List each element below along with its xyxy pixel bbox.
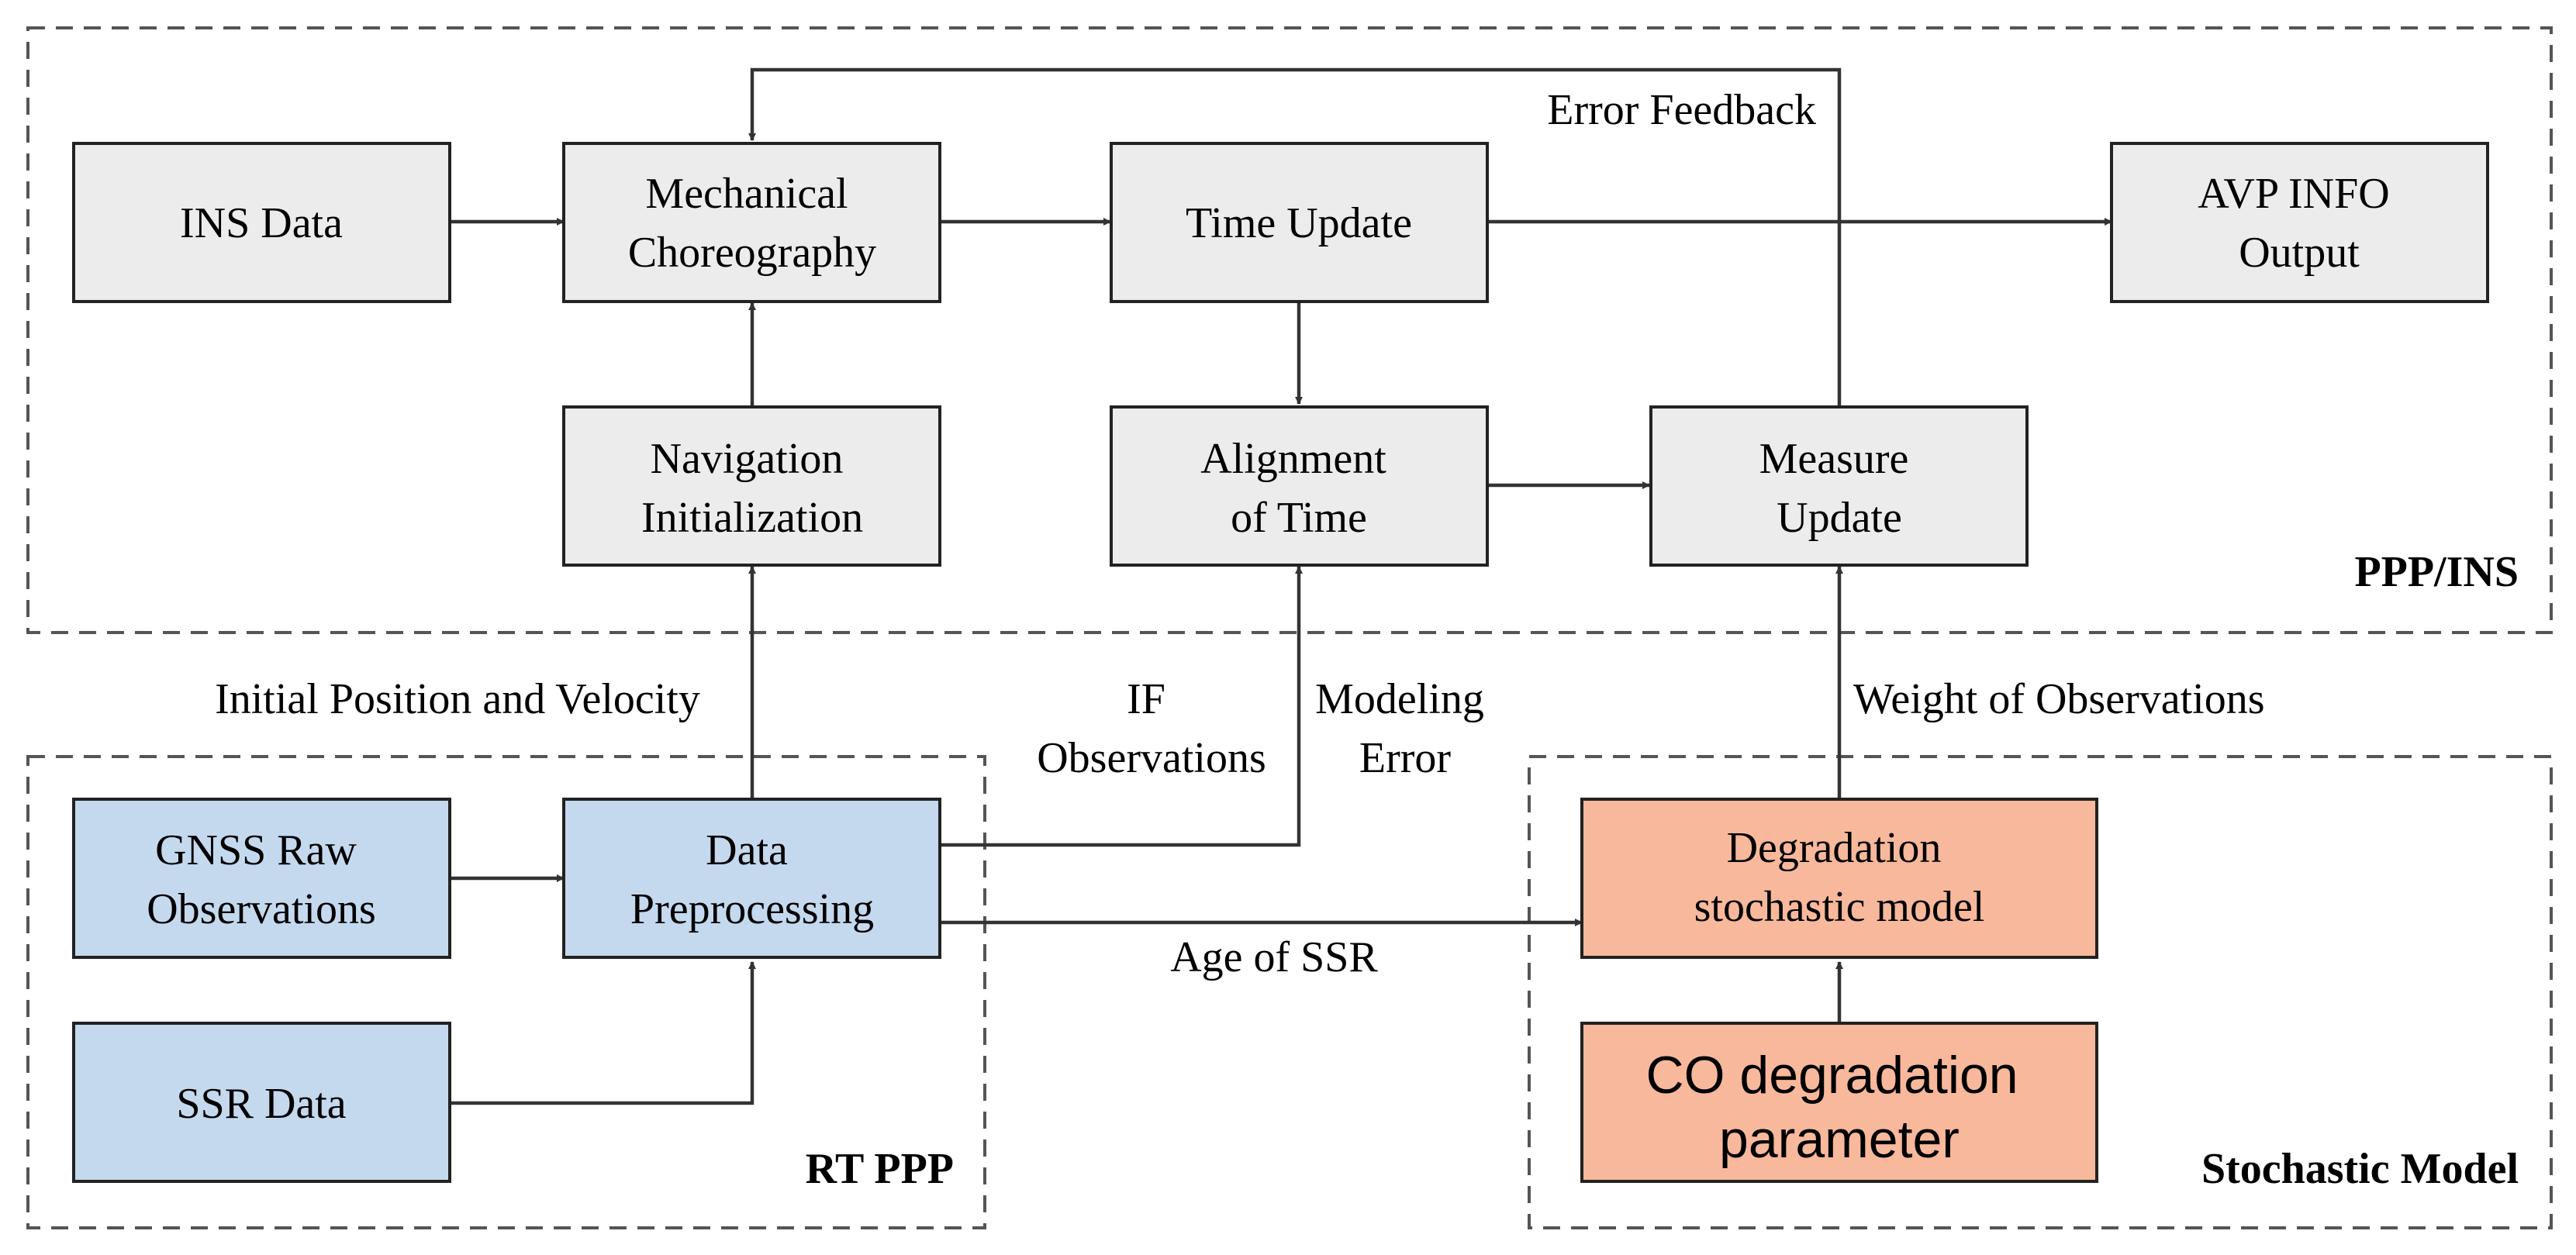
node-data-preprocessing-label: Data Preprocessing [630,826,874,933]
group-rt-ppp: RT PPP [26,755,986,1229]
node-ins-data-box [72,142,451,303]
label-if-observations-line-2: Observations [1037,734,1266,782]
label-if-observations-line-1: IF [1127,675,1165,723]
node-navigation-initialization-line-2: Initialization [641,494,863,542]
label-error-feedback: Error Feedback [1547,86,1816,134]
node-degradation-stochastic-model-label: Degradation stochastic model [1694,824,1985,931]
label-weight-of-observations: Weight of Observations [1853,675,2265,723]
node-ssr-data-box [72,1022,451,1183]
group-label-stochastic-model: Stochastic Model [2201,1145,2519,1193]
node-ins-data: INS Data [72,142,451,303]
node-avp-info-output-box [2110,142,2489,303]
group-frame-ppp-ins [26,26,2553,634]
node-ins-data-line-1: INS Data [180,199,343,247]
node-ssr-data-line-1: SSR Data [176,1080,346,1128]
node-data-preprocessing-box [562,798,941,959]
node-alignment-of-time-line-1: Alignment [1200,435,1386,483]
group-stochastic-model: Stochastic Model [1528,755,2553,1229]
node-measure-update: Measure Update [1649,405,2029,567]
edge-ssr-to-preprocessing [450,961,756,1105]
node-gnss-raw-observations-line-2: Observations [147,885,376,933]
node-mechanical-choreography: Mechanical Choreography [562,142,941,303]
node-co-degradation-parameter: CO degradation parameter [1580,1022,2098,1183]
node-navigation-initialization-line-1: Navigation [651,435,844,483]
edges [450,67,2112,1105]
node-gnss-raw-observations-label: GNSS Raw Observations [147,826,376,933]
node-alignment-of-time-box [1110,405,1489,567]
group-label-ppp-ins: PPP/INS [2354,548,2519,596]
node-time-update: Time Update [1110,142,1489,303]
node-time-update-box [1110,142,1489,303]
node-mechanical-choreography-line-2: Choreography [628,229,876,277]
node-degradation-stochastic-model-box [1580,798,2098,959]
edge-preprocessing-to-alignment [940,566,1303,847]
node-time-update-line-1: Time Update [1186,199,1412,247]
edge-error-feedback [748,67,1842,407]
label-if-observations: IF Observations [1037,675,1266,782]
label-modeling-error: Modeling Error [1315,675,1495,782]
node-degradation-stochastic-model: Degradation stochastic model [1580,798,2098,959]
node-co-degradation-parameter-label: CO degradation parameter [1646,1046,2033,1169]
edge-labels: Error Feedback Initial Position and Velo… [215,86,2264,981]
node-mechanical-choreography-line-1: Mechanical [645,170,848,218]
node-alignment-of-time: Alignment of Time [1110,405,1489,567]
group-frame-rt-ppp [26,755,986,1229]
node-data-preprocessing-line-1: Data [706,826,788,874]
node-measure-update-line-1: Measure [1759,435,1909,483]
nodes: INS Data Mechanical Choreography Time Up… [72,142,2489,1183]
node-measure-update-box [1649,405,2029,567]
label-initial-position-and-velocity: Initial Position and Velocity [215,675,700,723]
node-avp-info-output-label: AVP INFO Output [2198,170,2400,277]
node-avp-info-output: AVP INFO Output [2110,142,2489,303]
node-co-degradation-parameter-line-1: CO degradation [1646,1046,2018,1105]
node-mechanical-choreography-box [562,142,941,303]
node-time-update-label: Time Update [1186,199,1412,247]
node-data-preprocessing-line-2: Preprocessing [630,885,874,933]
label-modeling-error-line-1: Modeling [1315,675,1484,723]
node-mechanical-choreography-label: Mechanical Choreography [628,170,876,277]
node-navigation-initialization: Navigation Initialization [562,405,941,567]
label-age-of-ssr: Age of SSR [1170,933,1378,981]
node-degradation-stochastic-model-line-1: Degradation [1727,824,1942,872]
node-navigation-initialization-box [562,405,941,567]
group-label-rt-ppp: RT PPP [806,1145,954,1193]
node-gnss-raw-observations-box [72,798,451,959]
node-alignment-of-time-label: Alignment of Time [1200,435,1397,542]
node-co-degradation-parameter-box [1580,1022,2098,1183]
node-alignment-of-time-line-2: of Time [1231,494,1367,542]
group-ppp-ins: PPP/INS [26,26,2553,634]
node-avp-info-output-line-2: Output [2239,229,2360,277]
node-ssr-data: SSR Data [72,1022,451,1183]
node-avp-info-output-line-1: AVP INFO [2198,170,2389,218]
label-modeling-error-line-2: Error [1359,734,1452,782]
node-degradation-stochastic-model-line-2: stochastic model [1694,883,1985,931]
node-measure-update-label: Measure Update [1759,435,1920,542]
node-ins-data-label: INS Data [180,199,343,247]
node-measure-update-line-2: Update [1777,494,1902,542]
node-gnss-raw-observations: GNSS Raw Observations [72,798,451,959]
node-data-preprocessing: Data Preprocessing [562,798,941,959]
node-gnss-raw-observations-line-1: GNSS Raw [155,826,357,874]
group-frame-stochastic-model [1528,755,2553,1229]
node-co-degradation-parameter-line-2: parameter [1719,1110,1960,1169]
node-navigation-initialization-label: Navigation Initialization [641,435,863,542]
node-ssr-data-label: SSR Data [176,1080,346,1128]
